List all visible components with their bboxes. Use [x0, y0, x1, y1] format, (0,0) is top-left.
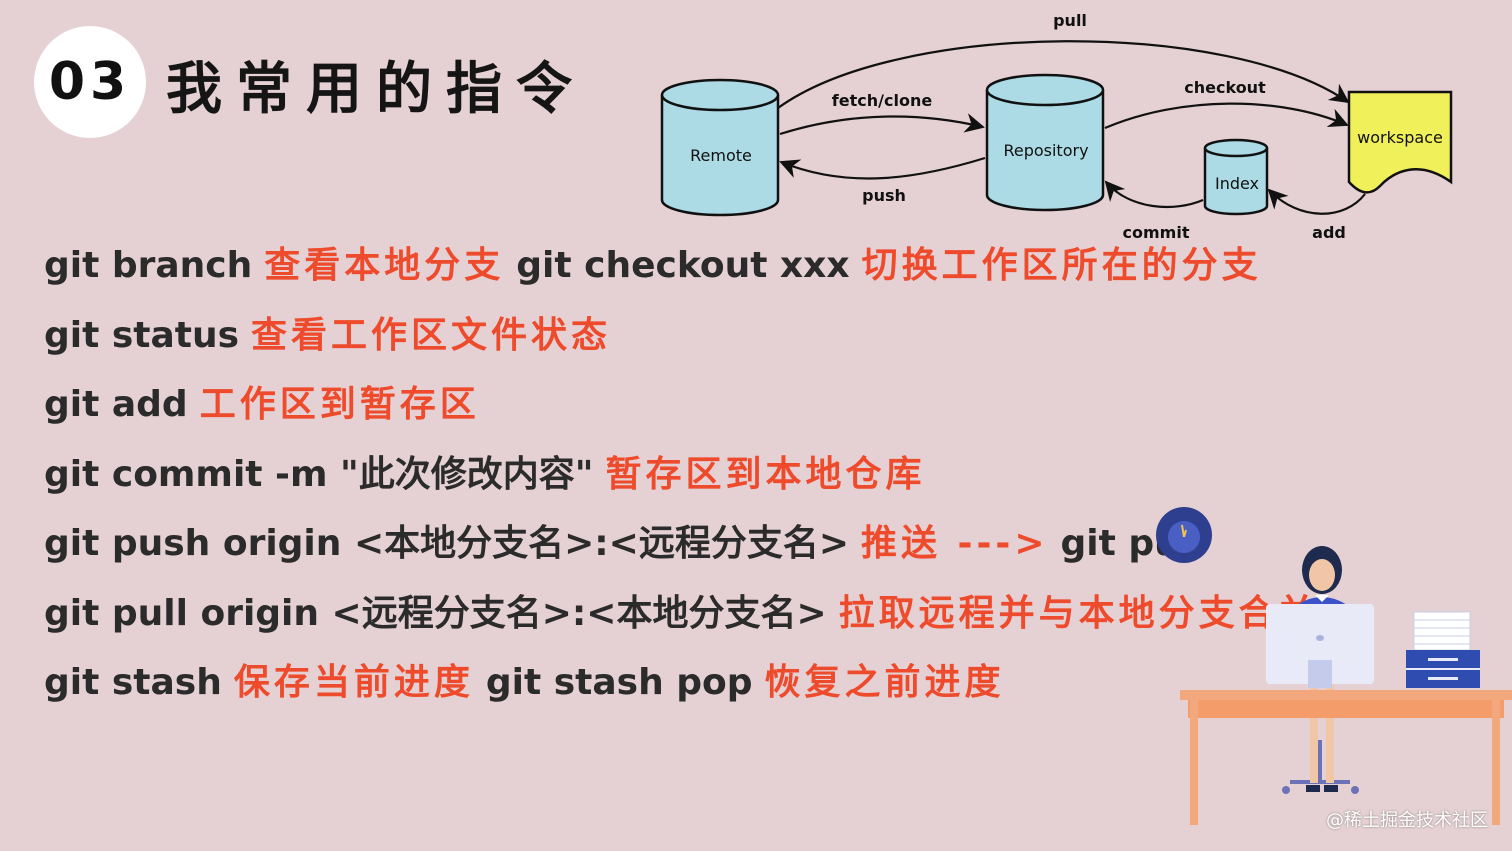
- command-description: 拉取远程并与本地分支合并: [838, 592, 1319, 634]
- command-list: git branch 查看本地分支 git checkout xxx 切换工作区所在的…: [44, 240, 1474, 727]
- command-text: git add: [44, 384, 188, 425]
- command-text: git status: [44, 314, 240, 356]
- command-description: 推送 --->: [861, 523, 1049, 564]
- remote-label: Remote: [690, 146, 752, 165]
- remote-cylinder: [660, 78, 780, 217]
- command-description: 暂存区到本地仓库: [605, 453, 926, 495]
- command-text: git checkout xxx: [516, 245, 850, 286]
- desk-icon: [1180, 690, 1512, 825]
- add-label: add: [1312, 223, 1346, 242]
- workspace-document: [1347, 90, 1453, 194]
- fetch-clone-arrow: [779, 113, 985, 136]
- person-at-desk-illustration: [1180, 546, 1512, 825]
- command-text: git stash pop: [485, 662, 753, 703]
- git-workflow-diagram: Remote Repository Index workspace pull f…: [660, 11, 1453, 242]
- index-cylinder: [1203, 138, 1269, 216]
- page-title: 我常用的指令: [166, 57, 586, 122]
- command-text: git branch: [44, 245, 253, 286]
- repository-cylinder: [985, 73, 1105, 212]
- command-text: git stash: [44, 662, 222, 703]
- fetch-clone-label: fetch/clone: [832, 91, 933, 110]
- push-label: push: [862, 186, 906, 205]
- command-line-add: git add 工作区到暂存区: [44, 379, 1474, 449]
- pull-label: pull: [1053, 11, 1087, 30]
- clock-icon: [1156, 507, 1212, 563]
- command-description: 恢复之前进度: [764, 662, 1005, 703]
- command-line-stash: git stash 保存当前进度 git stash pop 恢复之前进度: [44, 657, 1474, 727]
- command-description: 工作区到暂存区: [199, 384, 480, 425]
- index-label: Index: [1215, 174, 1259, 193]
- command-description: 查看本地分支: [264, 245, 505, 286]
- paper-stack-icon: [1413, 611, 1471, 651]
- command-description: 查看工作区文件状态: [251, 314, 612, 356]
- monitor-icon: [1266, 604, 1374, 688]
- watermark: @稀土掘金技术社区: [1326, 810, 1488, 831]
- command-line-status: git status 查看工作区文件状态: [44, 310, 1474, 380]
- chair-icon: [1282, 740, 1359, 794]
- command-line-pull: git pull origin <远程分支名>:<本地分支名> 拉取远程并与本地分…: [44, 588, 1474, 658]
- add-arrow: [1267, 188, 1366, 215]
- push-arrow: [779, 156, 986, 180]
- checkout-arrow: [1104, 102, 1349, 130]
- command-text: git push origin <本地分支名>:<远程分支名>: [44, 523, 849, 564]
- command-description: 切换工作区所在的分支: [861, 245, 1262, 286]
- repository-label: Repository: [1003, 141, 1088, 160]
- command-description: 保存当前进度: [233, 662, 474, 703]
- pull-arrow: [777, 40, 1350, 109]
- section-number: 03: [48, 52, 132, 112]
- commit-arrow: [1104, 180, 1204, 209]
- cabinet-icon: [1406, 650, 1480, 688]
- commit-label: commit: [1123, 223, 1190, 242]
- workspace-label: workspace: [1357, 128, 1443, 147]
- command-line-branch: git branch 查看本地分支 git checkout xxx 切换工作区所在的…: [44, 240, 1474, 310]
- command-line-push: git push origin <本地分支名>:<远程分支名>推送 --->gi…: [44, 518, 1474, 588]
- checkout-label: checkout: [1184, 78, 1266, 97]
- command-text: git pull origin <远程分支名>:<本地分支名>: [44, 592, 827, 634]
- command-line-commit: git commit -m "此次修改内容" 暂存区到本地仓库: [44, 449, 1474, 519]
- command-text: git commit -m "此次修改内容": [44, 453, 594, 495]
- section-number-badge: 03: [34, 26, 146, 138]
